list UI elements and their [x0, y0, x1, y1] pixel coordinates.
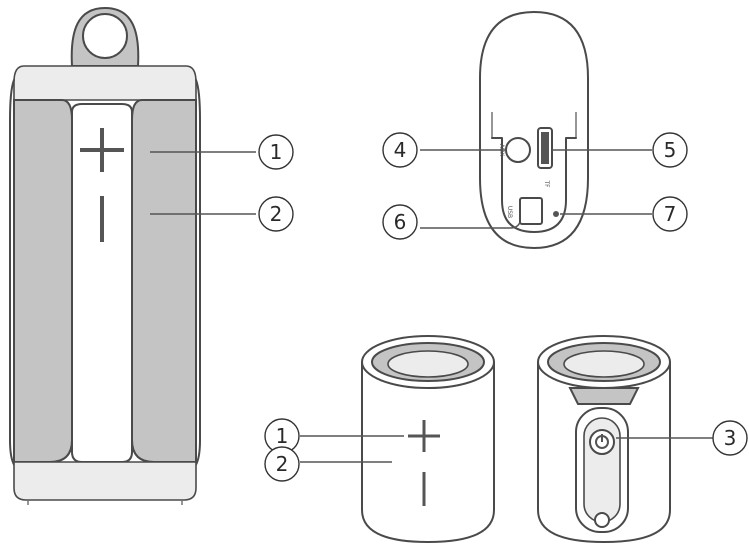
svg-text:1: 1: [270, 140, 283, 164]
svg-text:7: 7: [664, 202, 677, 226]
bottom-base: [13, 461, 197, 501]
usb-port: USB: [506, 197, 543, 225]
svg-text:USB: USB: [506, 206, 513, 218]
callout-3: 3: [712, 420, 748, 456]
led-indicator: [553, 211, 559, 217]
plus-icon: [80, 128, 124, 172]
svg-text:3: 3: [724, 426, 737, 450]
tall-speaker: [9, 6, 201, 505]
svg-text:6: 6: [394, 210, 407, 234]
svg-text:2: 2: [270, 202, 283, 226]
plus-icon: [408, 420, 440, 452]
callout-6: 6: [382, 204, 418, 240]
strap-loop: [70, 6, 140, 67]
callout-7: 7: [652, 196, 688, 232]
leader-6: [420, 221, 521, 229]
callout-4: 4: [382, 132, 418, 168]
svg-text:TF: TF: [543, 179, 550, 188]
svg-text:1: 1: [276, 424, 289, 448]
small-speaker-front: [361, 335, 495, 543]
callout-5: 5: [652, 132, 688, 168]
callout-1-top: 1: [258, 134, 294, 170]
svg-text:4: 4: [394, 138, 407, 162]
callout-2-top: 2: [258, 196, 294, 232]
right-grille: [131, 99, 197, 463]
control-strip: [71, 103, 133, 463]
callout-2-bottom: 2: [264, 446, 300, 482]
small-speaker-back: [537, 335, 671, 543]
svg-text:5: 5: [664, 138, 677, 162]
left-grille: [13, 99, 73, 463]
tf-card-slot: TF: [537, 127, 553, 188]
svg-text:2: 2: [276, 452, 289, 476]
port-panel: AUX TF USB: [479, 11, 589, 249]
top-cap: [13, 65, 197, 101]
power-button: [589, 429, 615, 455]
